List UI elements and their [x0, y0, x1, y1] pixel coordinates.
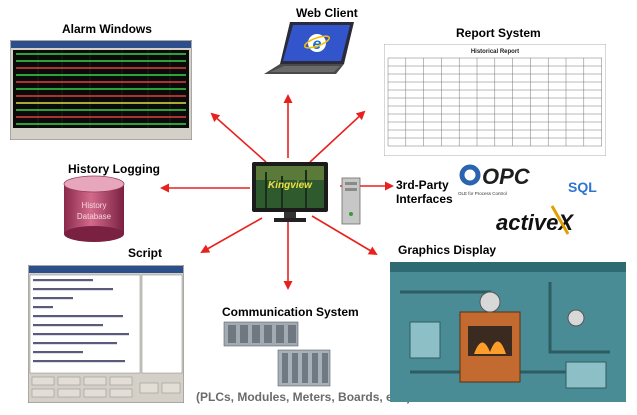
arrow-icon-down-left: [200, 217, 263, 253]
web-client-laptop: e: [264, 22, 354, 74]
alarm-row: [16, 116, 186, 118]
alarm-windows-label: Alarm Windows: [62, 22, 152, 36]
web-client-label: Web Client: [296, 6, 358, 20]
alarm-windows-image: [10, 40, 192, 140]
communication-system-label: Communication System: [222, 305, 359, 319]
alarm-row: [16, 123, 186, 125]
third-party-logos: OPC OLE for Process Control SQL activeX: [458, 164, 597, 235]
kingview-workstation: Kingview: [252, 162, 361, 225]
sql-logo: SQL: [568, 179, 597, 195]
activex-logo: activeX: [496, 205, 574, 235]
ie-icon: e: [303, 34, 331, 53]
history-database-icon: History Database: [63, 175, 125, 242]
script-line: [33, 324, 103, 327]
svg-text:e: e: [313, 36, 322, 53]
alarm-row: [16, 109, 186, 111]
script-line: [33, 288, 113, 291]
third-party-label-1: 3rd-Party: [396, 178, 449, 192]
script-label: Script: [128, 246, 163, 260]
opc-tagline: OLE for Process Control: [458, 191, 507, 196]
script-line: [33, 279, 93, 282]
alarm-row: [16, 53, 186, 55]
communication-hardware-image: [223, 321, 331, 387]
alarm-row: [16, 81, 186, 83]
arrow-icon-up-right: [309, 110, 366, 163]
script-line: [33, 360, 125, 363]
alarm-row: [16, 67, 186, 69]
graphics-display-label: Graphics Display: [398, 243, 497, 257]
script-line: [33, 315, 123, 318]
db-line1: History: [82, 201, 107, 210]
report-system-image: Historical Report: [384, 44, 606, 156]
report-system-label: Report System: [456, 26, 541, 40]
history-logging-label: History Logging: [68, 162, 160, 176]
arrow-icon-up-left: [210, 112, 267, 163]
opc-logo: OPC OLE for Process Control: [458, 164, 531, 196]
arrow-icon-down-right: [311, 215, 378, 256]
alarm-row: [16, 102, 186, 104]
script-line: [33, 306, 53, 309]
alarm-row: [16, 60, 186, 62]
script-line: [33, 297, 73, 300]
third-party-label-2: Interfaces: [396, 192, 453, 206]
graphics-display-image: [390, 262, 626, 402]
alarm-row: [16, 95, 186, 97]
alarm-row: [16, 88, 186, 90]
script-line: [33, 333, 129, 336]
script-line: [33, 342, 117, 345]
script-line: [33, 351, 83, 354]
opc-logo-text: OPC: [482, 164, 531, 189]
script-editor-image: [28, 265, 184, 403]
communication-note-label: (PLCs, Modules, Meters, Boards, etc.): [196, 390, 411, 404]
kingview-text: Kingview: [268, 180, 313, 191]
db-line2: Database: [77, 212, 112, 221]
alarm-row: [16, 74, 186, 76]
report-title: Historical Report: [471, 49, 519, 55]
